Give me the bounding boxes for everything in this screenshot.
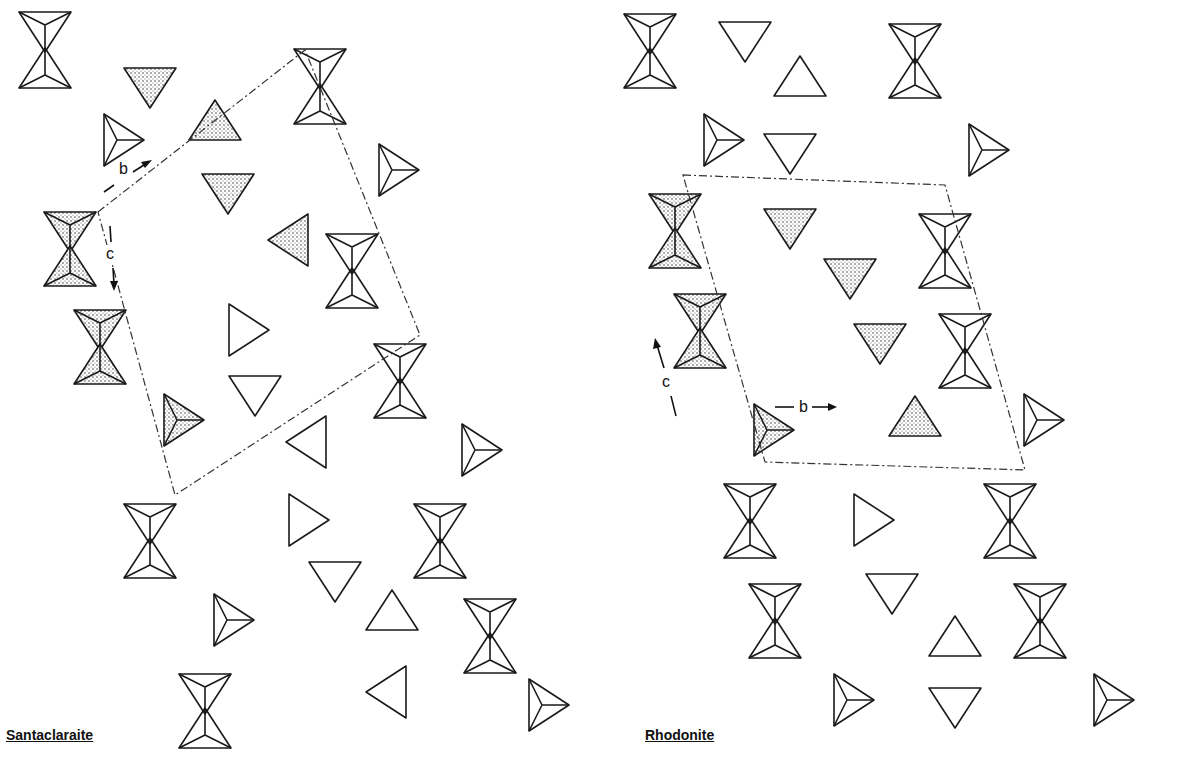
mineral-caption: Santaclaraite [4,728,95,743]
axis-label: b [117,160,130,178]
axis-label: c [660,373,672,391]
axis-label: c [104,245,116,263]
axis-label: b [797,398,810,416]
mineral-caption: Rhodonite [643,728,716,743]
